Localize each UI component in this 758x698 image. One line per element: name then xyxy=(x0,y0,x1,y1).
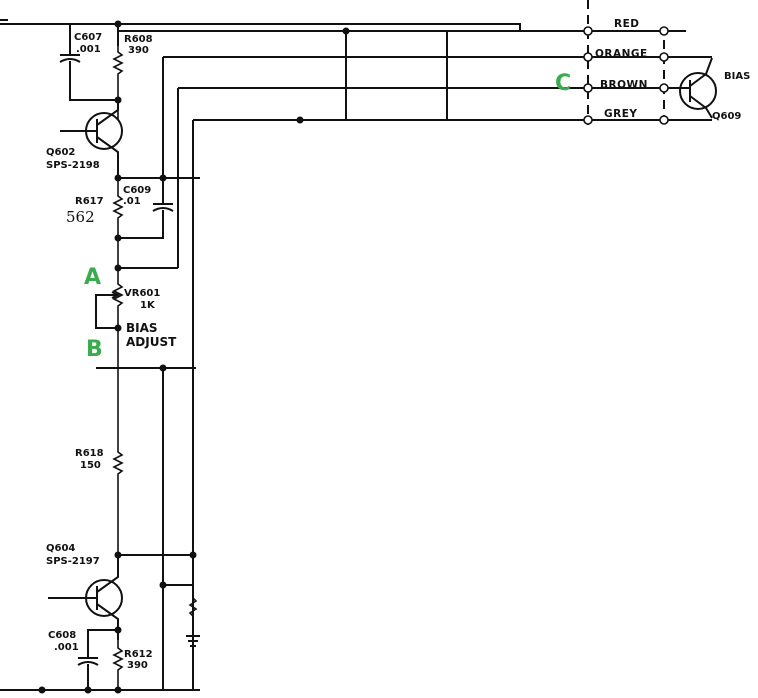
r618-value: 150 xyxy=(80,460,101,471)
r618-resistor xyxy=(112,368,124,555)
vr601-label-line1: BIAS xyxy=(126,321,158,335)
r618-ref: R618 xyxy=(75,448,104,459)
c607-ref: C607 xyxy=(74,32,102,43)
q609-transistor xyxy=(670,56,717,121)
r612-resistor xyxy=(112,630,124,690)
q604-ref: Q604 xyxy=(46,543,75,554)
r617-ref: R617 xyxy=(75,196,104,207)
c608-capacitor xyxy=(77,629,118,690)
c609-ref: C609 xyxy=(123,185,151,196)
r612-ref: R612 xyxy=(124,649,153,660)
c608-value: .001 xyxy=(54,642,79,653)
q602-ref: Q602 xyxy=(46,147,75,158)
ground-stub xyxy=(163,584,200,647)
annotation-c: C xyxy=(555,71,571,96)
q609-ref: Q609 xyxy=(712,111,741,122)
r617-value: 562 xyxy=(66,208,95,226)
r608-value: 390 xyxy=(128,45,149,56)
r608-resistor xyxy=(112,46,124,120)
vr601-ref: VR601 xyxy=(124,288,160,299)
annotation-a: A xyxy=(84,265,101,290)
r608-ref: R608 xyxy=(124,34,153,45)
wire-label-orange: ORANGE xyxy=(595,48,648,60)
q609-label-bias: BIAS xyxy=(724,71,750,82)
r612-value: 390 xyxy=(127,660,148,671)
c609-capacitor xyxy=(118,178,174,239)
top-junctions xyxy=(114,20,350,124)
c609-value: .01 xyxy=(123,196,141,207)
q602-part: SPS-2198 xyxy=(46,160,100,171)
wire-label-brown: BROWN xyxy=(600,79,648,91)
c607-capacitor xyxy=(59,24,118,101)
vr601-potentiometer xyxy=(95,268,124,368)
c608-ref: C608 xyxy=(48,630,76,641)
q604-transistor xyxy=(48,555,123,640)
r617-resistor xyxy=(112,178,124,268)
q602-transistor xyxy=(60,100,123,178)
vr601-label-line2: ADJUST xyxy=(126,335,177,349)
vr601-value: 1K xyxy=(140,300,156,311)
c607-value: .001 xyxy=(76,44,101,55)
wire-label-red: RED xyxy=(614,18,639,30)
connector-terminals xyxy=(583,26,669,125)
annotation-b: B xyxy=(86,337,103,362)
q604-part: SPS-2197 xyxy=(46,556,100,567)
wire-label-grey: GREY xyxy=(604,108,637,120)
